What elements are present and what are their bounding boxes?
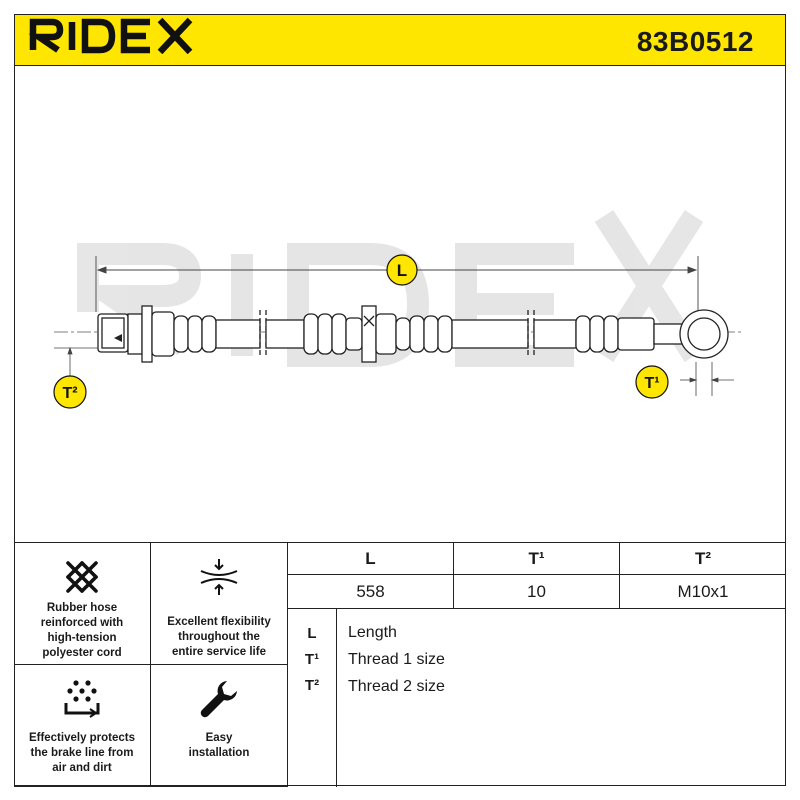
feature-text: Effectively protects the brake line from… bbox=[28, 732, 136, 774]
legend-desc: Length bbox=[348, 624, 397, 641]
spec-value-t2: M10x1 bbox=[620, 575, 786, 609]
legend-key: L bbox=[307, 625, 317, 642]
brake-hose bbox=[97, 305, 729, 363]
spec-value-l: 558 bbox=[288, 575, 454, 609]
l-badge-label: L bbox=[397, 261, 407, 280]
t1-badge bbox=[635, 365, 669, 399]
t2-badge bbox=[53, 375, 87, 409]
spec-header-t1: T¹ bbox=[454, 543, 620, 575]
feature-flexibility: Excellent flexibility throughout the ent… bbox=[151, 543, 288, 665]
feature-text: Excellent flexibility throughout the ent… bbox=[167, 616, 271, 658]
legend: L Length T¹ Thread 1 size T² Thread 2 si… bbox=[288, 609, 786, 787]
t2-badge-label: T² bbox=[62, 385, 77, 402]
dimension-t2 bbox=[54, 346, 98, 376]
feature-installation: Easy installation bbox=[151, 665, 288, 787]
spec-header-l: L bbox=[288, 543, 454, 575]
info-section: Rubber hose reinforced with high-tension… bbox=[14, 542, 786, 787]
mesh-icon bbox=[66, 561, 98, 593]
feature-protection: Effectively protects the brake line from… bbox=[14, 665, 151, 787]
legend-desc: Thread 1 size bbox=[348, 651, 445, 668]
feature-text: Rubber hose reinforced with high-tension… bbox=[40, 602, 124, 659]
spec-value-t1: 10 bbox=[454, 575, 620, 609]
dimension-t1 bbox=[680, 362, 734, 396]
spec-table: L T¹ T² 558 10 M10x1 L Length T¹ Thread … bbox=[288, 543, 786, 787]
legend-key: T² bbox=[304, 677, 320, 694]
l-badge bbox=[386, 254, 418, 286]
legend-desc: Thread 2 size bbox=[348, 678, 445, 695]
legend-divider bbox=[336, 609, 337, 787]
part-number: 83B0512 bbox=[636, 26, 754, 57]
spec-header-t2: T² bbox=[620, 543, 786, 575]
wrench-icon bbox=[200, 681, 237, 718]
flex-icon bbox=[200, 559, 238, 595]
ridex-logo bbox=[28, 17, 193, 54]
feature-reinforced-hose: Rubber hose reinforced with high-tension… bbox=[14, 543, 151, 665]
t1-badge-label: T¹ bbox=[644, 375, 659, 392]
header-bar bbox=[14, 14, 786, 66]
feature-text: Easy installation bbox=[188, 732, 250, 759]
dirt-protection-icon bbox=[64, 680, 100, 718]
legend-key: T¹ bbox=[304, 651, 320, 668]
hose-drawing: L bbox=[53, 210, 744, 409]
